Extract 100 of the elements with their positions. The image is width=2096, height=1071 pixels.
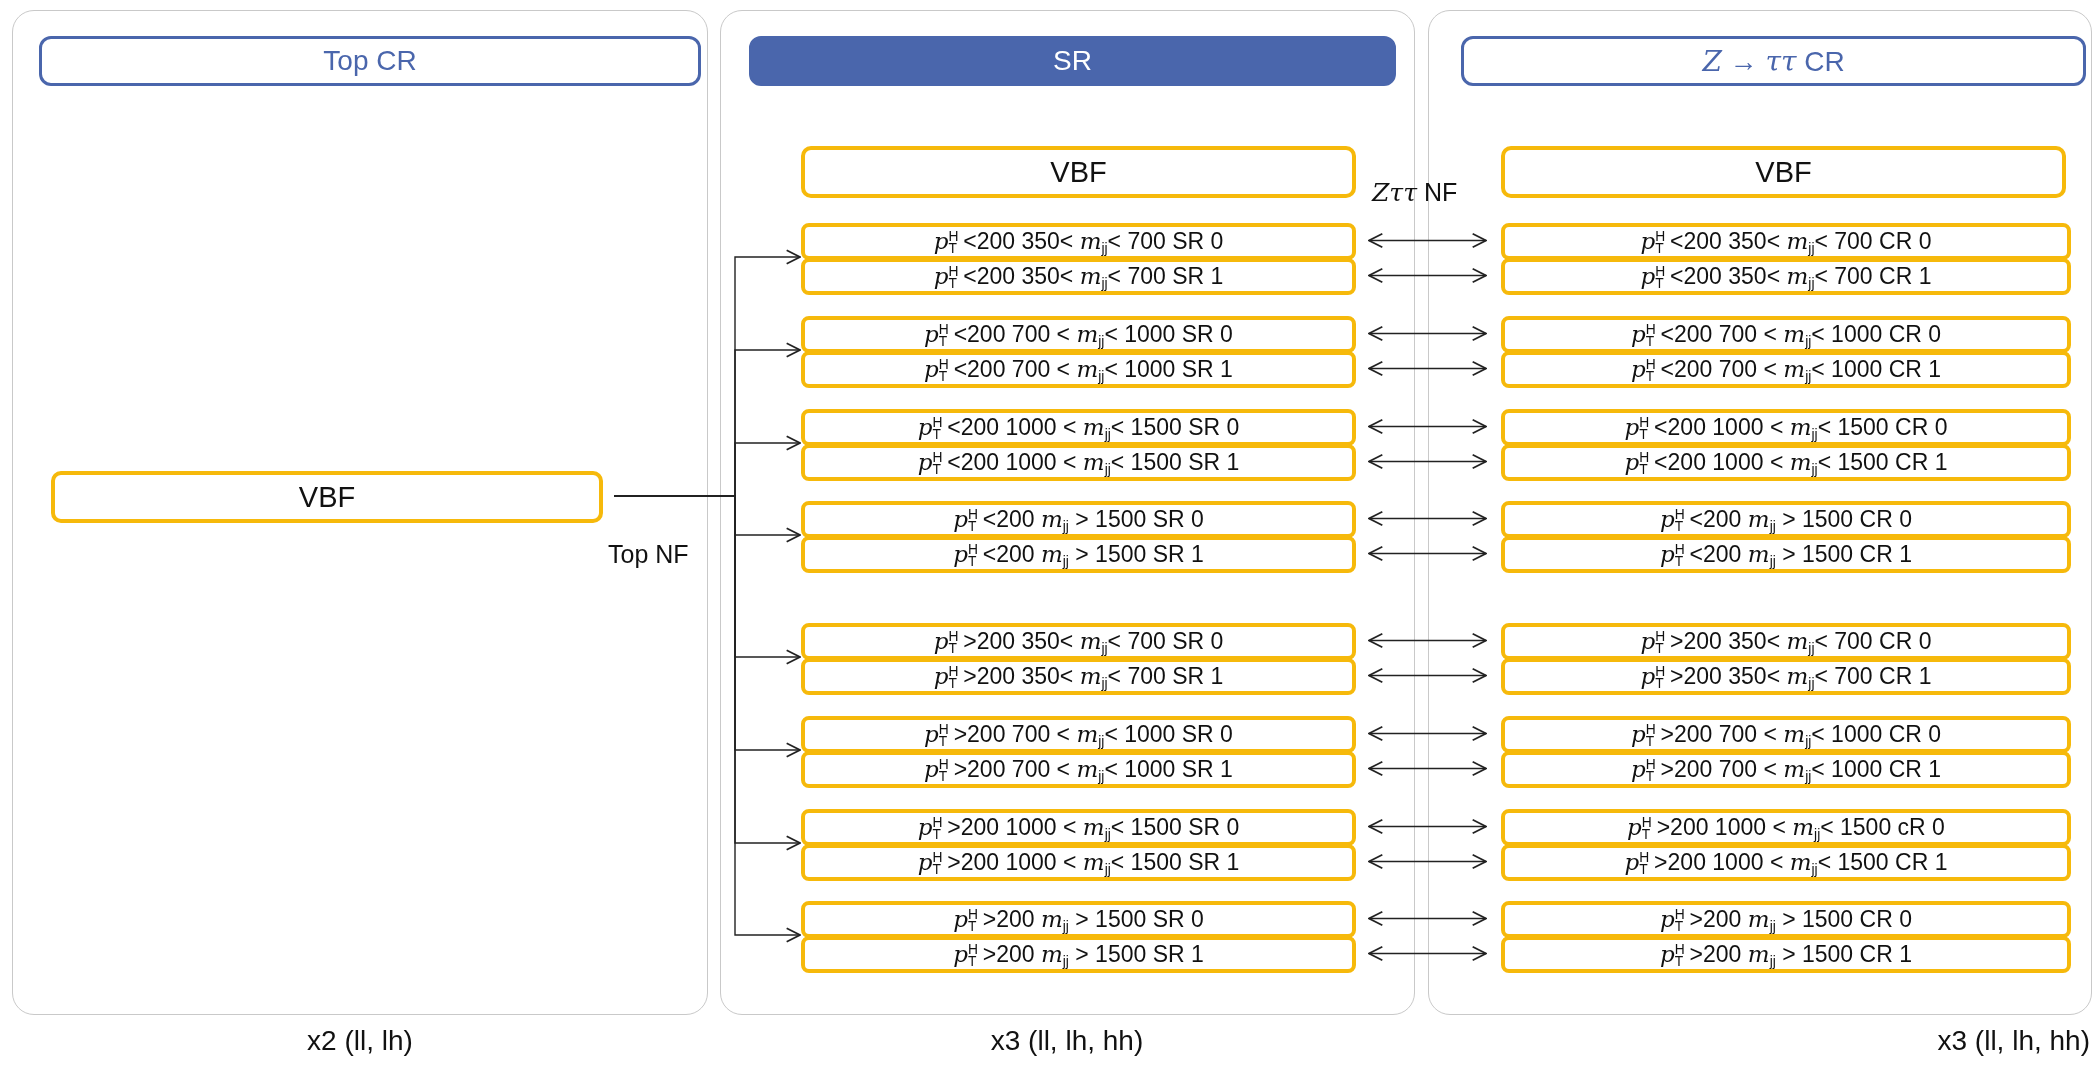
region-box [1501,716,2071,753]
multiplicity-caption: x3 (ll, lh, hh) [990,1025,1144,1057]
region-label: p$^{H}$$_{T}$ >200 1000 < m$_{jj}$< 1500 SR 1 [917,848,1240,877]
region-box [801,936,1356,973]
region-label: p$^{H}$$_{T}$ <200 700 < m$_{jj}$< 1000 SR 0 [924,320,1233,349]
region-label: p$^{H}$$_{T}$ >200 700 < m$_{jj}$< 1000 SR 0 [924,720,1233,749]
region-label: p$^{H}$$_{T}$ <200 350< m$_{jj}$< 700 SR 0 [933,227,1224,256]
category-label: VBF [298,480,356,514]
region-box [801,623,1356,660]
region-box [801,716,1356,753]
multiplicity-caption: x3 (ll, lh, hh) [1937,1025,2090,1057]
region-box [1501,536,2071,573]
normalisation-label: Zττ NF [1372,178,1458,207]
region-box [801,409,1356,446]
region-box [801,901,1356,938]
region-box [1501,623,2071,660]
arrow [1368,853,1487,870]
category-box [51,471,603,523]
arrow [1368,510,1487,527]
region-box [801,844,1356,881]
region-box [1501,501,2071,538]
region-label: p$^{H}$$_{T}$ <200 350< m$_{jj}$< 700 CR 1 [1640,262,1932,291]
region-label: p$^{H}$$_{T}$ >200 1000 < m$_{jj}$< 1500 SR 0 [917,813,1240,842]
region-box [1501,901,2071,938]
arrow [1368,545,1487,562]
panel-card [12,10,708,1015]
region-label: p$^{H}$$_{T}$ >200 700 < m$_{jj}$< 1000 CR 0 [1630,720,1942,749]
region-box [801,351,1356,388]
region-box [801,258,1356,295]
category-label: VBF [1755,155,1812,189]
region-box [1501,444,2071,481]
region-label: p$^{H}$$_{T}$ <200 m$_{jj}$ > 1500 CR 0 [1660,505,1912,534]
region-box [801,444,1356,481]
region-label: p$^{H}$$_{T}$ >200 700 < m$_{jj}$< 1000 SR 1 [924,755,1233,784]
region-label: p$^{H}$$_{T}$ <200 m$_{jj}$ > 1500 CR 1 [1660,540,1912,569]
header-box [1461,36,2086,86]
region-box [801,316,1356,353]
arrow [1368,910,1487,927]
region-box [1501,409,2071,446]
arrow [1368,667,1487,684]
region-label: p$^{H}$$_{T}$ >200 m$_{jj}$ > 1500 CR 1 [1660,940,1912,969]
region-label: p$^{H}$$_{T}$ <200 1000 < m$_{jj}$< 1500 CR 0 [1624,413,1948,442]
arrow [1368,360,1487,377]
region-label: p$^{H}$$_{T}$ >200 700 < m$_{jj}$< 1000 CR 1 [1630,755,1942,784]
region-box [801,658,1356,695]
region-label: p$^{H}$$_{T}$ >200 350< m$_{jj}$< 700 SR 1 [933,662,1224,691]
region-label: p$^{H}$$_{T}$ <200 350< m$_{jj}$< 700 SR 1 [933,262,1224,291]
region-label: p$^{H}$$_{T}$ <200 700 < m$_{jj}$< 1000 SR 1 [924,355,1233,384]
region-label: p$^{H}$$_{T}$ <200 m$_{jj}$ > 1500 SR 0 [953,505,1204,534]
region-box [1501,658,2071,695]
region-label: p$^{H}$$_{T}$ >200 350< m$_{jj}$< 700 CR 0 [1640,627,1932,656]
arrow [1368,725,1487,742]
region-label: p$^{H}$$_{T}$ >200 m$_{jj}$ > 1500 SR 0 [953,905,1204,934]
header-box [749,36,1396,86]
region-label: p$^{H}$$_{T}$ <200 700 < m$_{jj}$< 1000 CR 1 [1630,355,1942,384]
region-box [801,223,1356,260]
header-title: Z → ττ CR [1702,44,1845,78]
region-box [1501,351,2071,388]
region-box [1501,258,2071,295]
multiplicity-caption: x2 (ll, lh) [307,1025,413,1057]
category-box [1501,146,2066,198]
region-label: p$^{H}$$_{T}$ <200 350< m$_{jj}$< 700 CR 0 [1640,227,1932,256]
arrow [1368,325,1487,342]
panel-card [1428,10,2092,1015]
region-label: p$^{H}$$_{T}$ <200 700 < m$_{jj}$< 1000 CR 0 [1630,320,1942,349]
normalisation-label: Top NF [608,540,689,569]
header-title: SR [1053,45,1092,77]
region-box [1501,844,2071,881]
region-label: p$^{H}$$_{T}$ <200 1000 < m$_{jj}$< 1500 CR 1 [1624,448,1948,477]
region-box [1501,936,2071,973]
arrow [1368,418,1487,435]
region-label: p$^{H}$$_{T}$ >200 1000 < m$_{jj}$< 1500 cR 0 [1627,813,1945,842]
region-box [801,536,1356,573]
category-box [801,146,1356,198]
category-label: VBF [1050,155,1107,189]
region-label: p$^{H}$$_{T}$ <200 m$_{jj}$ > 1500 SR 1 [953,540,1204,569]
arrow [613,495,801,943]
region-box [1501,223,2071,260]
header-box [39,36,701,86]
region-label: p$^{H}$$_{T}$ >200 350< m$_{jj}$< 700 CR 1 [1640,662,1932,691]
region-label: p$^{H}$$_{T}$ >200 1000 < m$_{jj}$< 1500 CR 1 [1624,848,1948,877]
region-label: p$^{H}$$_{T}$ <200 1000 < m$_{jj}$< 1500 SR 0 [917,413,1240,442]
region-box [801,809,1356,846]
region-label: p$^{H}$$_{T}$ <200 1000 < m$_{jj}$< 1500 SR 1 [917,448,1240,477]
region-box [1501,809,2071,846]
region-box [801,751,1356,788]
arrow [1368,632,1487,649]
arrow [1368,760,1487,777]
region-label: p$^{H}$$_{T}$ >200 m$_{jj}$ > 1500 CR 0 [1660,905,1912,934]
region-label: p$^{H}$$_{T}$ >200 m$_{jj}$ > 1500 SR 1 [953,940,1204,969]
arrow [1368,945,1487,962]
region-label: p$^{H}$$_{T}$ >200 350< m$_{jj}$< 700 SR 0 [933,627,1224,656]
region-box [801,501,1356,538]
arrow [1368,818,1487,835]
arrow [1368,232,1487,249]
arrow [1368,267,1487,284]
header-title: Top CR [323,45,417,77]
region-box [1501,751,2071,788]
arrow [1368,453,1487,470]
region-box [1501,316,2071,353]
